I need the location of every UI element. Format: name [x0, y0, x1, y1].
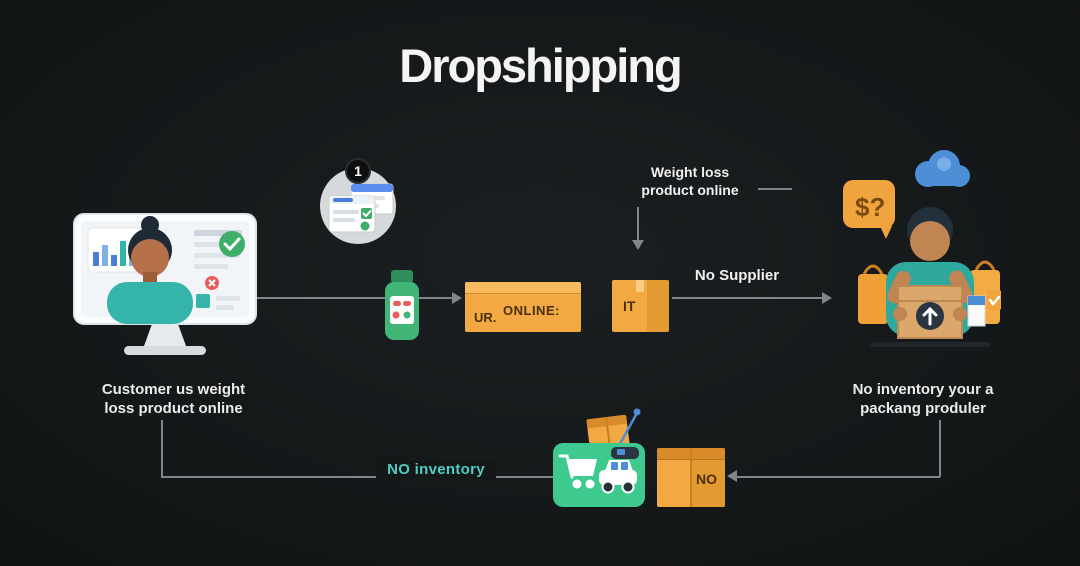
- return-box-label: NO: [696, 471, 717, 487]
- monitor-stand: [124, 324, 206, 355]
- packer-illustration: $?: [843, 150, 1001, 347]
- shopping-cart-icon: [558, 454, 597, 489]
- product-label: Weight loss product online: [620, 163, 760, 199]
- connector-bottom-right: [737, 476, 940, 478]
- connector-label-down: [637, 207, 639, 241]
- packer-caption-line1: No inventory your a: [852, 381, 994, 398]
- packer-caption-line2: packang produler: [860, 400, 986, 417]
- box-tape: [636, 280, 644, 292]
- label-dash: [758, 188, 792, 190]
- order-box-small-label: UR.: [474, 310, 497, 325]
- package-box-label: IT: [623, 298, 636, 314]
- inventory-label: NO inventory: [376, 461, 496, 478]
- cloud-icon: [915, 150, 970, 187]
- customer-laptop-illustration: [73, 213, 257, 355]
- browser-window-front: [328, 195, 376, 233]
- check-card-icon: [987, 290, 1001, 310]
- connector-customer-to-order: [257, 297, 452, 299]
- browser-windows-icon: 1: [320, 158, 396, 244]
- milk-carton-icon: [967, 295, 986, 327]
- product-label-line1: Weight loss: [650, 164, 730, 180]
- customer-avatar: [107, 216, 193, 324]
- shipment-package-box: IT: [612, 280, 669, 332]
- antenna-icon: [618, 408, 641, 445]
- dollar-bubble-icon: $?: [843, 180, 895, 239]
- customer-caption: Customer us weight loss product online: [66, 380, 281, 418]
- money-bubble-text: $?: [855, 192, 885, 222]
- customer-caption-line2: loss product online: [104, 400, 243, 417]
- product-label-line2: product online: [641, 182, 739, 198]
- return-package-box: NO: [657, 448, 725, 507]
- pill-bottle-icon: [385, 270, 419, 340]
- connector-right-down: [939, 420, 941, 477]
- connector-left-down: [161, 420, 163, 477]
- cart-delivery-icon: [553, 443, 645, 507]
- box-flap: [465, 282, 581, 294]
- arrow-right-icon: [452, 292, 462, 304]
- box-shade: [647, 280, 669, 332]
- step-badge: 1: [345, 158, 371, 184]
- package-box-icon: [893, 285, 967, 339]
- order-box-label: ONLINE:: [503, 303, 560, 318]
- arrow-down-icon: [632, 240, 644, 250]
- white-car-icon: [599, 460, 637, 494]
- box-fold: [690, 448, 692, 507]
- packer-caption: No inventory your a packang produler: [838, 380, 1008, 418]
- order-package-box: UR. ONLINE:: [465, 282, 581, 332]
- connector-order-to-packer: [672, 297, 823, 299]
- connector-bottom-left: [161, 476, 553, 478]
- arrow-right-icon: [822, 292, 832, 304]
- customer-caption-line1: Customer us weight: [101, 381, 246, 398]
- checkmark-icon: [219, 231, 245, 257]
- supplier-label: No Supplier: [694, 267, 780, 284]
- dark-car-icon: [611, 447, 639, 459]
- step-badge-number: 1: [354, 163, 362, 179]
- page-title: Dropshipping: [399, 39, 682, 92]
- arrow-left-icon: [727, 470, 737, 482]
